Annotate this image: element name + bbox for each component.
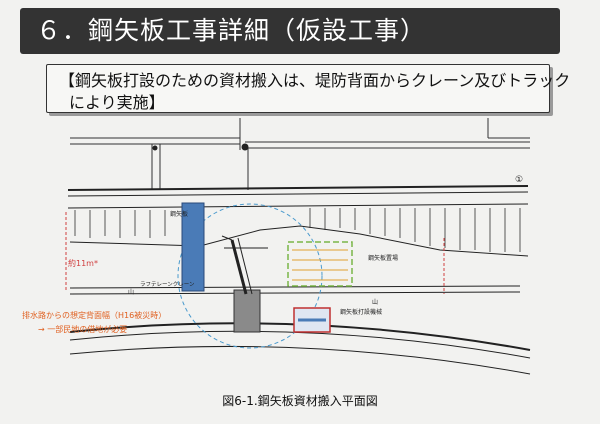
title-bar: ６．鋼矢板工事詳細（仮設工事） (20, 8, 560, 54)
steel-pile-member (181, 202, 205, 292)
figure-caption: 図6-1.鋼矢板資材搬入平面図 (222, 394, 378, 408)
crane-label: ラフテレーンクレーン (140, 281, 195, 288)
crane (221, 235, 268, 333)
marker-dot (152, 145, 158, 151)
circle-mark: ① (515, 175, 523, 185)
crane-swing-circle (177, 203, 323, 349)
storage-label: 鋼矢板置場 (368, 254, 398, 262)
plan-drawing: ① 約11m* 鋼矢板 ラフテレー (22, 118, 531, 375)
orange-note-2: → 一部民地の借地が必要 (38, 324, 127, 334)
dim-label: 約11m* (68, 258, 98, 268)
storage-area (287, 241, 353, 287)
note-line-2: により実施】 (69, 93, 165, 112)
yama-label-left: 山 (128, 288, 134, 296)
orange-note-1: 排水路からの想定背面幅（H16被災時） (22, 310, 166, 320)
slope-hatch (74, 208, 521, 252)
yama-label-right: 山 (372, 298, 378, 306)
storage-piles (292, 249, 348, 281)
embankment-lines (67, 185, 529, 209)
slope-toe-line (69, 225, 529, 257)
marker-dot (241, 143, 249, 151)
note-box: 【鋼矢板打設のための資材搬入は、堤防背面からクレーン及びトラック により実施】 (46, 64, 570, 113)
top-road-lines (70, 118, 530, 190)
steel-pile-label: 鋼矢板 (170, 210, 188, 218)
machine-label: 鋼矢板打設機械 (340, 308, 382, 316)
page-title: ６．鋼矢板工事詳細（仮設工事） (36, 16, 427, 45)
dimension-line (65, 212, 445, 294)
note-line-1: 【鋼矢板打設のための資材搬入は、堤防背面からクレーン及びトラック (59, 71, 571, 90)
